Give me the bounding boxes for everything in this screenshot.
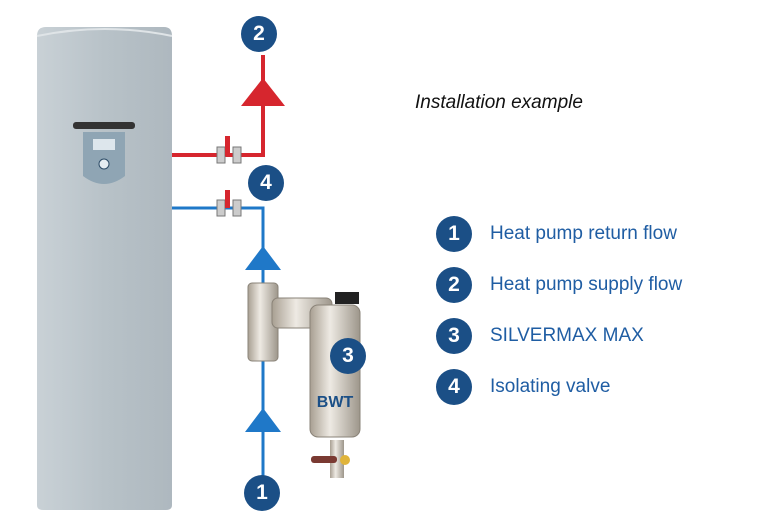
legend-item: 3 SILVERMAX MAX (436, 318, 644, 354)
marker-2: 2 (241, 16, 277, 52)
legend-item: 2 Heat pump supply flow (436, 267, 682, 303)
brand-logo: BWT (317, 394, 354, 411)
supply-flow-arrow (241, 78, 285, 106)
marker-4: 4 (248, 165, 284, 201)
drain-valve-handle (311, 456, 337, 463)
handle-bar (73, 122, 135, 129)
legend-label: Heat pump return flow (490, 223, 677, 244)
legend-badge: 4 (436, 369, 472, 405)
legend-item: 1 Heat pump return flow (436, 216, 677, 252)
silvermax-filter: BWT (247, 282, 361, 478)
return-flow-arrow (245, 408, 281, 432)
return-pipe (172, 206, 281, 480)
isolating-valve-supply (216, 136, 242, 164)
legend-badge: 2 (436, 267, 472, 303)
legend-badge: 3 (436, 318, 472, 354)
legend-item: 4 Isolating valve (436, 369, 610, 405)
return-flow-arrow (245, 246, 281, 270)
heat-pump-cabinet (36, 27, 173, 510)
legend-label: Isolating valve (490, 376, 611, 397)
marker-3: 3 (330, 338, 366, 374)
legend-label: SILVERMAX MAX (490, 325, 644, 346)
legend-label: Heat pump supply flow (490, 274, 683, 295)
marker-1: 1 (244, 475, 280, 511)
diagram-title: Installation example (415, 92, 583, 113)
legend-badge: 1 (436, 216, 472, 252)
isolating-valve-return (216, 190, 242, 217)
display-screen (93, 139, 115, 150)
supply-pipe (172, 55, 285, 157)
